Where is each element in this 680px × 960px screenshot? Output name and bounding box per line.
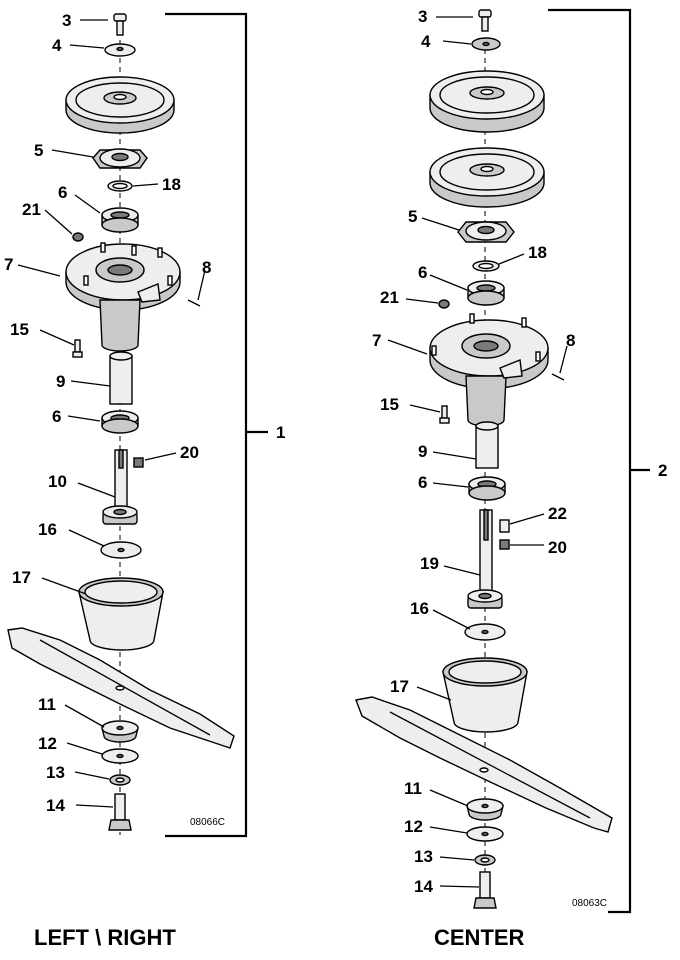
callout-4: 4 (52, 36, 62, 55)
part-key-20 (499, 539, 510, 550)
part-bolt-15 (72, 339, 83, 358)
left-group-bracket (165, 12, 248, 838)
part-hub-5 (92, 148, 148, 169)
callout-5: 5 (34, 141, 43, 160)
part-cup-washer-11 (101, 720, 139, 743)
callout-18: 18 (162, 175, 181, 194)
callout-21: 21 (22, 200, 41, 219)
part-hub-5 (457, 221, 515, 243)
part-shaft-19 (467, 509, 503, 609)
callout-16: 16 (38, 520, 57, 539)
part-washer-4 (104, 43, 136, 57)
part-spacer-9 (109, 351, 133, 405)
part-key-20 (133, 457, 144, 468)
part-nut-21 (72, 232, 84, 242)
callout-15: 15 (380, 395, 399, 414)
callout-21: 21 (380, 288, 399, 307)
part-washer-16 (464, 623, 506, 641)
callout-7: 7 (372, 331, 381, 350)
callout-4: 4 (421, 32, 431, 51)
callout-6-upper: 6 (418, 263, 427, 282)
part-nut-21 (438, 299, 450, 309)
callout-17: 17 (12, 568, 31, 587)
center-leader-lines (387, 16, 568, 888)
part-pin-8 (551, 373, 565, 381)
center-assembly: 2 (355, 7, 667, 950)
callout-6-lower: 6 (418, 473, 427, 492)
part-blade (355, 696, 613, 833)
part-spacer-9 (475, 421, 499, 469)
left-drawing-code: 08066C (190, 817, 225, 828)
callout-13: 13 (414, 847, 433, 866)
callout-3: 3 (62, 11, 71, 30)
callout-20: 20 (548, 538, 567, 557)
callout-7: 7 (4, 255, 13, 274)
part-bearing-6-lower (101, 410, 139, 434)
callout-20: 20 (180, 443, 199, 462)
part-housing-7 (429, 313, 549, 427)
center-drawing-code: 08063C (572, 898, 607, 909)
part-washer-12 (466, 826, 504, 842)
part-lockwasher-13 (109, 774, 131, 786)
callout-18: 18 (528, 243, 547, 262)
part-lockwasher-13 (474, 854, 496, 866)
callout-10: 10 (48, 472, 67, 491)
part-cup-17 (78, 577, 164, 651)
callout-6-upper: 6 (58, 183, 67, 202)
part-washer-16 (100, 541, 142, 559)
part-bearing-6-upper (467, 280, 505, 306)
callout-14: 14 (414, 877, 433, 896)
left-leader-lines (17, 19, 206, 808)
part-bolt-3 (113, 13, 127, 36)
part-housing-7 (65, 242, 181, 352)
part-pulley (65, 76, 175, 134)
left-right-caption: LEFT \ RIGHT (34, 925, 176, 950)
part-shaft-10 (102, 449, 138, 525)
callout-19: 19 (420, 554, 439, 573)
callout-13: 13 (46, 763, 65, 782)
callout-3: 3 (418, 7, 427, 26)
part-blade (7, 627, 235, 749)
callout-12: 12 (404, 817, 423, 836)
part-bolt-14 (108, 793, 132, 831)
left-right-assembly: 1 (4, 11, 285, 950)
callout-8: 8 (566, 331, 575, 350)
part-cup-washer-11 (466, 798, 504, 821)
callout-5: 5 (408, 207, 417, 226)
callout-9: 9 (56, 372, 65, 391)
callout-17: 17 (390, 677, 409, 696)
callout-11: 11 (404, 779, 422, 798)
part-bolt-3 (478, 9, 492, 32)
center-caption: CENTER (434, 925, 525, 950)
center-group-number: 2 (658, 461, 667, 480)
callout-15: 15 (10, 320, 29, 339)
part-washer-12 (101, 748, 139, 764)
callout-9: 9 (418, 442, 427, 461)
part-pulley-lower (429, 147, 545, 208)
part-cup-17 (442, 657, 528, 733)
part-key-22 (499, 519, 510, 533)
part-pin-8 (187, 299, 201, 307)
part-bearing-6-lower (468, 476, 506, 501)
callout-11: 11 (38, 695, 56, 714)
callout-16: 16 (410, 599, 429, 618)
callout-8: 8 (202, 258, 211, 277)
center-group-bracket (548, 8, 632, 914)
callout-22: 22 (548, 504, 567, 523)
part-washer-4 (471, 37, 501, 51)
callout-6-lower: 6 (52, 407, 61, 426)
left-group-number: 1 (276, 423, 285, 442)
part-bolt-15 (439, 405, 450, 424)
part-bearing-6-upper (101, 207, 139, 233)
part-pulley-upper (429, 70, 545, 133)
callout-14: 14 (46, 796, 65, 815)
callout-12: 12 (38, 734, 57, 753)
part-bolt-14 (473, 871, 497, 909)
